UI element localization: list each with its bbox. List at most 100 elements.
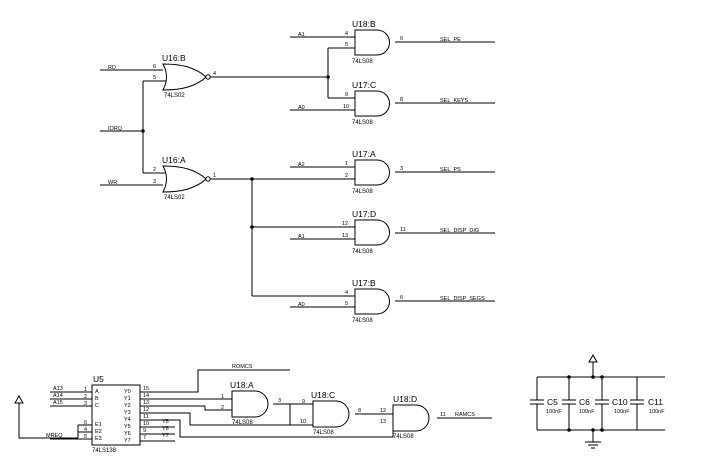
svg-text:Y4: Y4	[124, 417, 131, 423]
svg-text:74LS08: 74LS08	[352, 120, 373, 126]
svg-text:10: 10	[343, 104, 349, 110]
svg-text:U17:A: U17:A	[352, 149, 376, 159]
gate-u16b: U16:B 74LS02 6 5 4	[153, 53, 216, 99]
svg-text:4: 4	[213, 71, 216, 77]
svg-text:13: 13	[380, 419, 386, 425]
svg-text:5: 5	[345, 301, 348, 307]
net-mreq: MREQ	[46, 433, 63, 439]
net-sel-pe: SEL_PE	[440, 37, 461, 43]
svg-text:U16:B: U16:B	[162, 53, 186, 63]
svg-text:74LS08: 74LS08	[313, 430, 334, 436]
svg-text:U18:A: U18:A	[230, 380, 254, 390]
svg-text:C5: C5	[547, 397, 558, 407]
svg-text:Y0: Y0	[124, 389, 131, 395]
gate-u18a: U18:A 74LS08 1 2 3	[221, 380, 281, 426]
svg-text:74LS08: 74LS08	[393, 434, 414, 440]
svg-text:E1: E1	[95, 422, 102, 428]
svg-text:C10: C10	[612, 397, 628, 407]
svg-text:1: 1	[213, 173, 216, 179]
svg-text:4: 4	[345, 31, 348, 37]
vcc-symbol-left	[14, 394, 78, 439]
svg-text:12: 12	[380, 408, 386, 414]
svg-text:74LS08: 74LS08	[352, 249, 373, 255]
svg-text:9: 9	[345, 92, 348, 98]
gate-u17b: U17:B 74LS08 4 5 6	[345, 278, 403, 324]
net-a1-mid: A1	[298, 234, 305, 240]
svg-text:7: 7	[143, 435, 146, 441]
svg-text:12: 12	[143, 407, 149, 413]
net-a14: A14	[53, 393, 63, 399]
svg-text:100nF: 100nF	[579, 409, 595, 415]
svg-text:15: 15	[143, 386, 149, 392]
svg-text:8: 8	[400, 97, 403, 103]
decoder-output-wiring: ROMCS Y5 Y6 Y7 RAMCS	[140, 364, 492, 442]
svg-text:U17:B: U17:B	[352, 278, 376, 288]
svg-text:2: 2	[84, 394, 87, 400]
net-sel-keys: SEL_KEYS	[440, 98, 468, 104]
net-romcs: ROMCS	[232, 364, 253, 370]
gate-u16a: U16:A 74LS02 2 3 1	[153, 155, 216, 201]
svg-text:100nF: 100nF	[546, 409, 562, 415]
svg-text:12: 12	[342, 221, 348, 227]
decoupling-capacitors: C5 100nF C6 100nF C10 100nF C11 100nF	[530, 353, 665, 449]
svg-text:Y6: Y6	[124, 431, 131, 437]
gate-u18d: U18:D 74LS08 12 13 11	[380, 394, 446, 440]
net-a1-top: A1	[298, 32, 305, 38]
upper-wiring	[100, 36, 495, 308]
svg-text:2: 2	[221, 405, 224, 411]
svg-text:6: 6	[400, 295, 403, 301]
svg-text:Y5: Y5	[124, 424, 131, 430]
svg-text:U18:D: U18:D	[393, 394, 417, 404]
svg-text:74LS138: 74LS138	[92, 448, 117, 454]
svg-text:U17:D: U17:D	[352, 209, 376, 219]
svg-text:100nF: 100nF	[614, 409, 630, 415]
gate-u18c: U18:C 74LS08 9 10 8	[300, 390, 361, 436]
net-rd: RD	[108, 65, 116, 71]
decoder-input-wiring: A13 A14 A15 MREQ	[46, 386, 92, 440]
net-sel-disp-segs: SEL_DISP_SEGS	[440, 296, 485, 302]
svg-text:C6: C6	[579, 397, 590, 407]
svg-text:11: 11	[400, 227, 406, 233]
net-sel-ps: SEL_PS	[440, 167, 461, 173]
svg-text:Y7: Y7	[124, 438, 131, 444]
svg-text:74LS02: 74LS02	[164, 93, 185, 99]
svg-text:Y7: Y7	[162, 433, 169, 439]
svg-text:3: 3	[153, 179, 156, 185]
svg-text:10: 10	[300, 419, 306, 425]
net-iorq: IORQ	[108, 126, 123, 132]
decoder-u5: U5 74LS138 A B C E1 E2 E3 Y0 Y1 Y2 Y3 Y4…	[84, 374, 149, 454]
svg-text:74LS08: 74LS08	[352, 59, 373, 65]
svg-text:Y2: Y2	[124, 403, 131, 409]
svg-text:3: 3	[278, 398, 281, 404]
svg-text:11: 11	[143, 414, 149, 420]
svg-text:A: A	[95, 389, 99, 395]
svg-text:6: 6	[400, 36, 403, 42]
svg-text:14: 14	[143, 393, 149, 399]
svg-text:2: 2	[345, 173, 348, 179]
svg-text:U18:C: U18:C	[311, 390, 335, 400]
svg-text:1: 1	[221, 394, 224, 400]
svg-text:4: 4	[84, 427, 87, 433]
svg-text:11: 11	[440, 412, 446, 418]
net-a2: A2	[298, 162, 305, 168]
svg-text:4: 4	[345, 290, 348, 296]
svg-text:100nF: 100nF	[649, 409, 665, 415]
svg-text:6: 6	[153, 64, 156, 70]
svg-text:9: 9	[302, 399, 305, 405]
svg-text:C11: C11	[648, 397, 663, 407]
svg-text:8: 8	[358, 408, 361, 414]
svg-text:9: 9	[143, 428, 146, 434]
svg-text:C: C	[95, 403, 99, 409]
svg-text:13: 13	[342, 233, 348, 239]
svg-text:E3: E3	[95, 436, 102, 442]
net-ramcs: RAMCS	[455, 412, 475, 418]
svg-text:74LS08: 74LS08	[232, 420, 253, 426]
svg-text:3: 3	[400, 166, 403, 172]
svg-text:3: 3	[84, 401, 87, 407]
svg-text:U17:C: U17:C	[352, 80, 376, 90]
svg-text:13: 13	[143, 400, 149, 406]
gate-u18b: U18:B 74LS08 4 5 6	[345, 19, 403, 65]
net-a0-low: A0	[298, 302, 305, 308]
net-a15: A15	[53, 400, 63, 406]
